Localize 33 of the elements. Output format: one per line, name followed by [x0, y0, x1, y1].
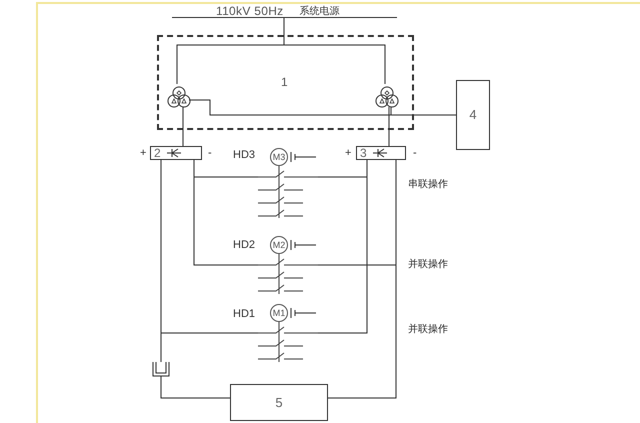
wire: [160, 160, 258, 334]
rectifier-number: 2: [154, 147, 161, 159]
bus-caption: 系统电源: [299, 7, 340, 17]
operation-label: 并联操作: [408, 325, 448, 335]
terminal-label: +: [345, 146, 352, 160]
terminal-label: -: [413, 146, 417, 160]
operation-label: 并联操作: [408, 260, 448, 270]
terminal-label: +: [140, 146, 146, 160]
wire: [194, 160, 258, 266]
wire: [318, 160, 368, 334]
motor-label: M2: [272, 240, 286, 250]
motor-label: M3: [272, 152, 286, 162]
dashed-enclosure: [157, 35, 414, 130]
wire: [388, 106, 390, 146]
wire: [318, 160, 396, 266]
rectifier-box: [150, 146, 202, 160]
enclosure-number: 1: [281, 74, 288, 91]
rectifier-number: 3: [360, 147, 367, 159]
terminal-label: -: [208, 146, 212, 160]
unit-box: [456, 80, 490, 150]
motor-label: M1: [272, 308, 286, 318]
terminal-label: HD3: [233, 148, 256, 162]
terminal-label: HD2: [233, 238, 256, 252]
operation-label: 串联操作: [408, 180, 448, 190]
unit-number: 4: [469, 106, 477, 124]
bus-voltage-label: 110kV 50Hz: [216, 5, 284, 17]
terminal-label: HD1: [233, 307, 256, 321]
unit-box: [230, 384, 328, 421]
wire: [182, 106, 184, 146]
unit-number: 5: [275, 394, 283, 412]
rectifier-box: [356, 146, 406, 160]
wire: [284, 18, 386, 84]
wire: [390, 106, 456, 116]
